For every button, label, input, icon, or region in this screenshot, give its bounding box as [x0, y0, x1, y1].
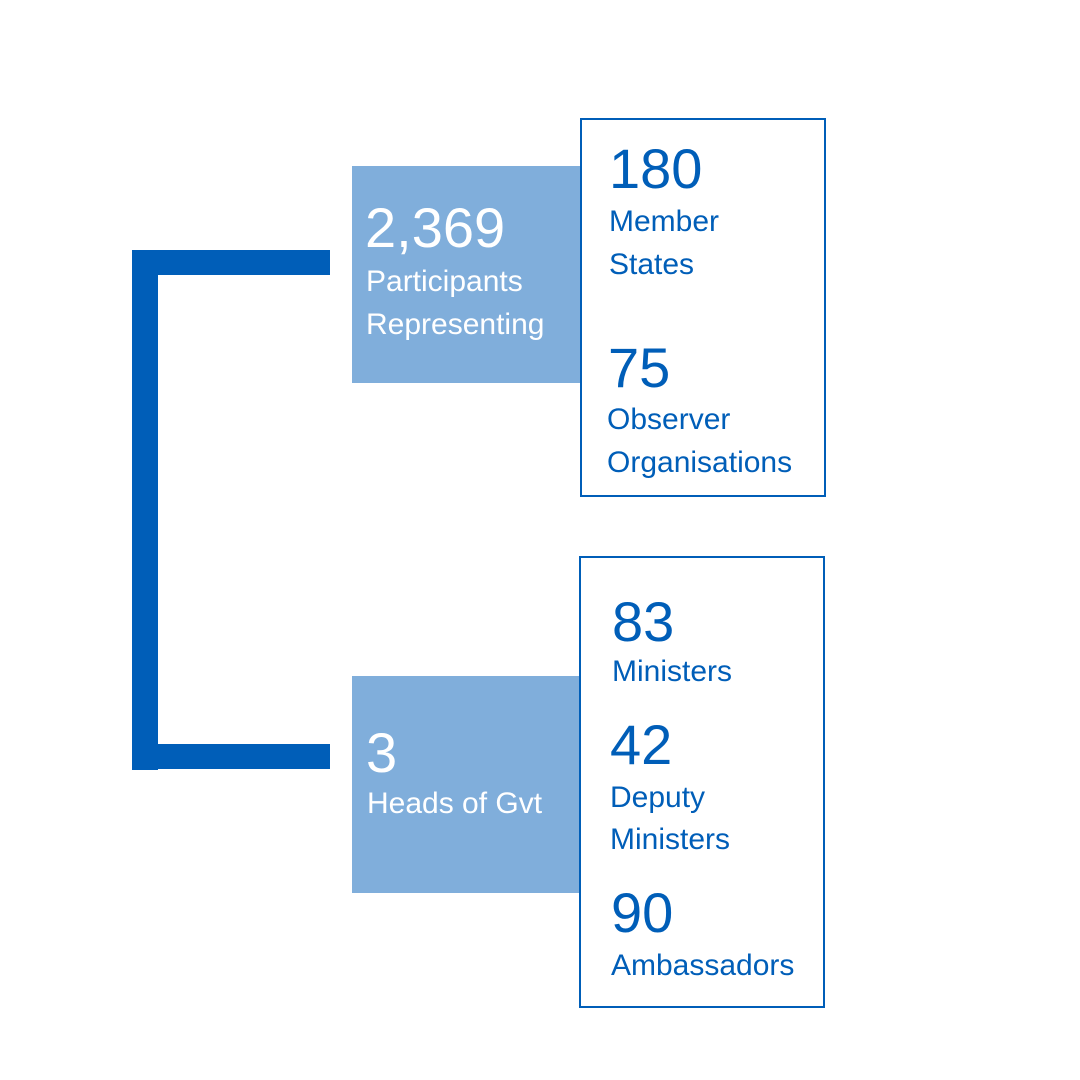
heads-label: Heads of Gvt — [367, 787, 543, 820]
ambassadors-label: Ambassadors — [611, 949, 795, 982]
participants-box: 2,369 Participants Representing — [352, 166, 582, 383]
member-states-value: 180 — [609, 137, 703, 200]
participants-value: 2,369 — [365, 196, 506, 259]
heads-of-gvt-box: 3 Heads of Gvt — [352, 676, 582, 893]
member-states-label-line1: Member — [609, 205, 720, 238]
observers-label-line1: Observer — [607, 403, 731, 436]
deputy-ministers-label-line1: Deputy — [610, 781, 706, 814]
bracket-vertical-bar — [132, 250, 158, 770]
ministers-label: Ministers — [612, 655, 733, 688]
heads-value: 3 — [366, 721, 398, 784]
observers-label-line2: Organisations — [607, 446, 793, 479]
observers-value: 75 — [608, 336, 671, 399]
heads-breakdown-box: 83 Ministers 42 Deputy Ministers 90 Amba… — [579, 556, 825, 1008]
bracket-bottom-arm — [132, 744, 330, 769]
participants-label-line2: Representing — [366, 308, 545, 341]
participants-breakdown-box: 180 Member States 75 Observer Organisati… — [580, 118, 826, 497]
deputy-ministers-label-line2: Ministers — [610, 823, 731, 856]
ministers-value: 83 — [612, 590, 675, 653]
participants-label-line1: Participants — [366, 265, 523, 298]
member-states-label-line2: States — [609, 248, 695, 281]
deputy-ministers-value: 42 — [610, 713, 673, 776]
bracket-top-arm — [132, 250, 330, 275]
ambassadors-value: 90 — [611, 881, 674, 944]
